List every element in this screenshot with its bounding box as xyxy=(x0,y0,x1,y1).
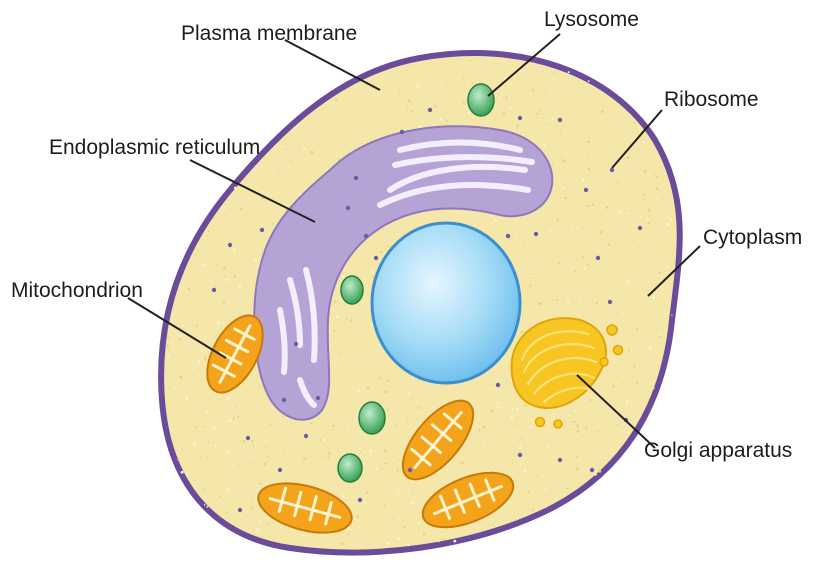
ribosome-dot xyxy=(608,300,612,304)
ribosome-dot xyxy=(246,436,250,440)
ribosome-dot xyxy=(558,118,562,122)
ribosome-dot xyxy=(584,188,588,192)
ribosome-dot xyxy=(282,398,286,402)
ribosome-dot xyxy=(346,206,350,210)
ribosome-dot xyxy=(534,232,538,236)
ribosome-dot xyxy=(638,226,642,230)
ribosome-dot xyxy=(374,256,378,260)
label-ribosome: Ribosome xyxy=(664,89,759,110)
label-cytoplasm: Cytoplasm xyxy=(703,227,802,248)
ribosome-dot xyxy=(518,453,522,457)
ribosome-dot xyxy=(354,176,358,180)
ribosome-dot xyxy=(610,168,614,172)
lysosome xyxy=(468,84,494,116)
ribosome-dot xyxy=(518,116,522,120)
ribosome-dot xyxy=(428,108,432,112)
lysosome xyxy=(359,402,385,434)
leader-plasma-membrane xyxy=(285,40,380,90)
ribosome-dot xyxy=(400,130,404,134)
label-golgi-apparatus: Golgi apparatus xyxy=(644,440,792,461)
label-endoplasmic-reticulum: Endoplasmic reticulum xyxy=(49,137,260,158)
ribosome-dot xyxy=(558,458,562,462)
ribosome-dot xyxy=(596,256,600,260)
ribosome-dot xyxy=(358,498,362,502)
nucleus xyxy=(372,223,520,383)
ribosome-dot xyxy=(590,468,594,472)
label-mitochondrion: Mitochondrion xyxy=(11,280,143,301)
ribosome-dot xyxy=(316,396,320,400)
ribosome-dot xyxy=(238,508,242,512)
ribosome-dot xyxy=(496,383,500,387)
ribosome-dot xyxy=(228,243,232,247)
label-plasma-membrane: Plasma membrane xyxy=(181,23,357,44)
ribosome-dot xyxy=(364,234,368,238)
ribosome-dot xyxy=(278,468,282,472)
ribosome-dot xyxy=(506,234,510,238)
ribosome-dot xyxy=(212,288,216,292)
ribosome-dot xyxy=(294,342,298,346)
ribosome-dot xyxy=(304,434,308,438)
lysosome xyxy=(338,454,362,482)
ribosome-dot xyxy=(260,228,264,232)
ribosome-dot xyxy=(408,468,412,472)
lysosome xyxy=(341,276,363,304)
label-lysosome: Lysosome xyxy=(544,9,639,30)
